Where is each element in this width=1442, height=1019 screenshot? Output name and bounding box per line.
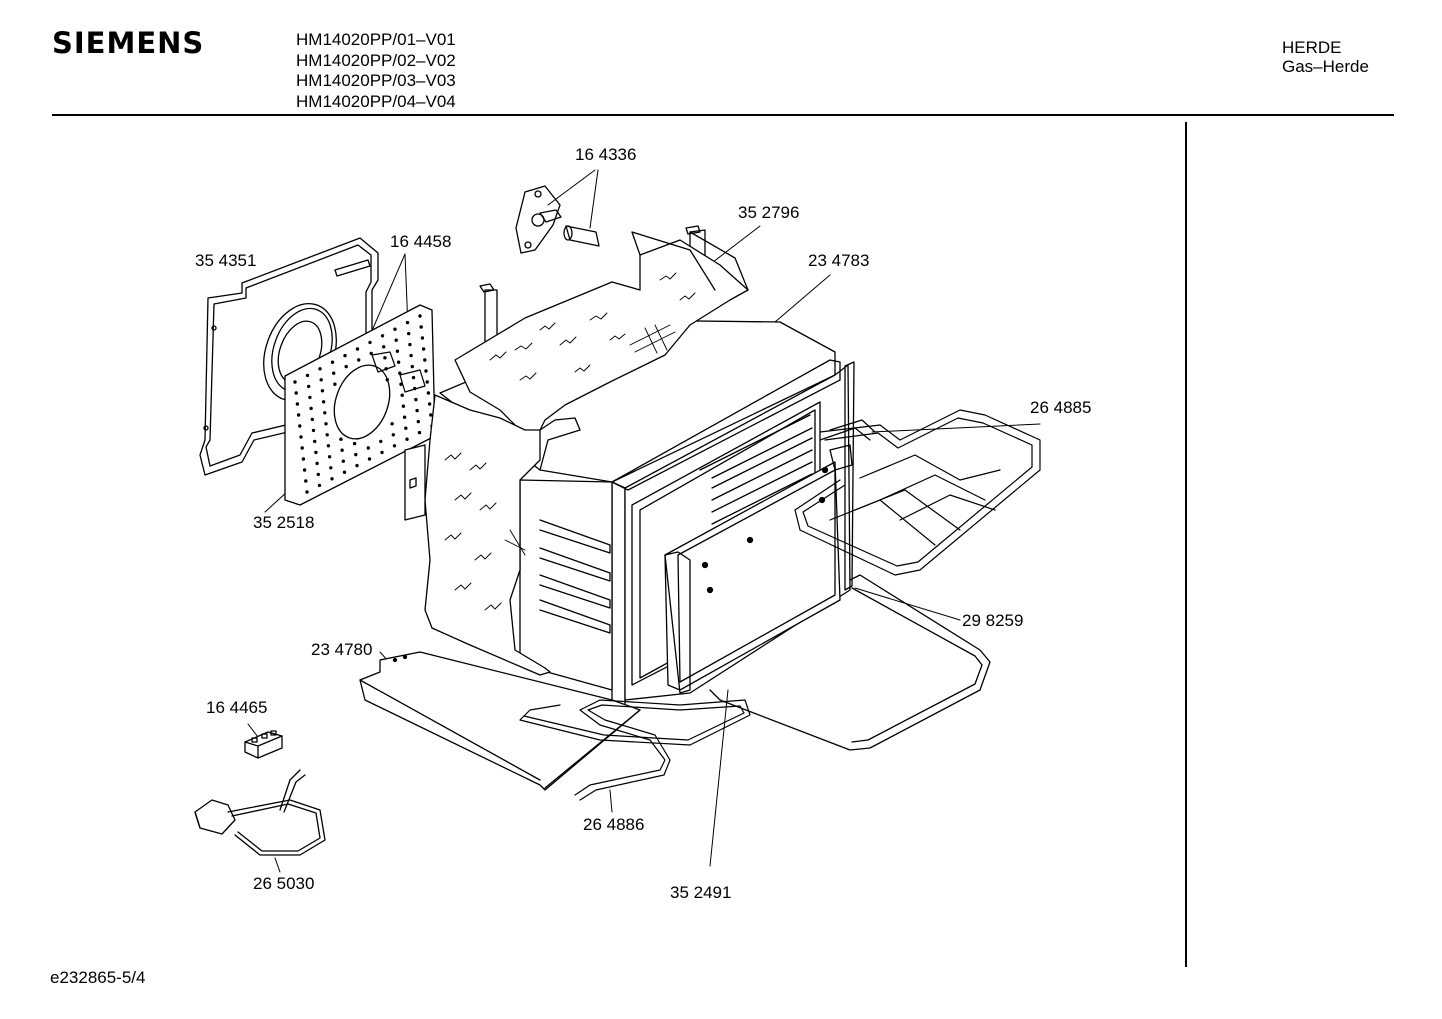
- model-number: HM14020PP/04–V04: [296, 91, 456, 111]
- margin-divider: [1185, 122, 1187, 967]
- terminal-block: [244, 730, 283, 759]
- part-number-label: 16 4465: [206, 698, 267, 717]
- bottom-heating-element: [519, 699, 751, 801]
- category-subtitle: Gas–Herde: [1282, 57, 1369, 76]
- part-number-label: 35 4351: [195, 251, 256, 270]
- part-number-label: 35 2796: [738, 203, 799, 222]
- document-id: e232865-5/4: [50, 968, 146, 987]
- model-number: HM14020PP/03–V03: [296, 71, 456, 90]
- grill-heating-element: [794, 409, 1041, 576]
- bottom-plate: [359, 651, 641, 791]
- baking-tray: [709, 574, 991, 751]
- header-divider: [52, 114, 1394, 116]
- perforated-rear-panel: [284, 304, 436, 506]
- model-number: HM14020PP/01–V01: [296, 30, 456, 49]
- part-number-label: 35 2491: [670, 883, 731, 902]
- part-number-label: 16 4336: [575, 145, 636, 164]
- part-number-label: 35 2518: [253, 513, 314, 532]
- side-insulation: [404, 394, 581, 676]
- part-number-label: 16 4458: [390, 232, 451, 251]
- spindle-bracket-part: [515, 185, 600, 254]
- part-number-label: 26 4886: [583, 815, 644, 834]
- part-number-label: 23 4780: [311, 640, 372, 659]
- part-number-label: 26 4885: [1030, 398, 1091, 417]
- part-number-label: 26 5030: [253, 874, 314, 893]
- category-title: HERDE: [1282, 38, 1342, 57]
- mains-cable: [194, 769, 326, 856]
- model-number: HM14020PP/02–V02: [296, 50, 456, 70]
- part-number-label: 23 4783: [808, 251, 869, 270]
- category-block: HERDE Gas–Herde: [1282, 38, 1369, 76]
- part-number-label: 29 8259: [962, 611, 1023, 630]
- brand-logo: SIEMENS: [52, 26, 205, 60]
- front-panel: [664, 444, 853, 694]
- top-insulation: [454, 225, 749, 441]
- model-list: HM14020PP/01–V01 HM14020PP/02–V02 HM1402…: [296, 30, 456, 112]
